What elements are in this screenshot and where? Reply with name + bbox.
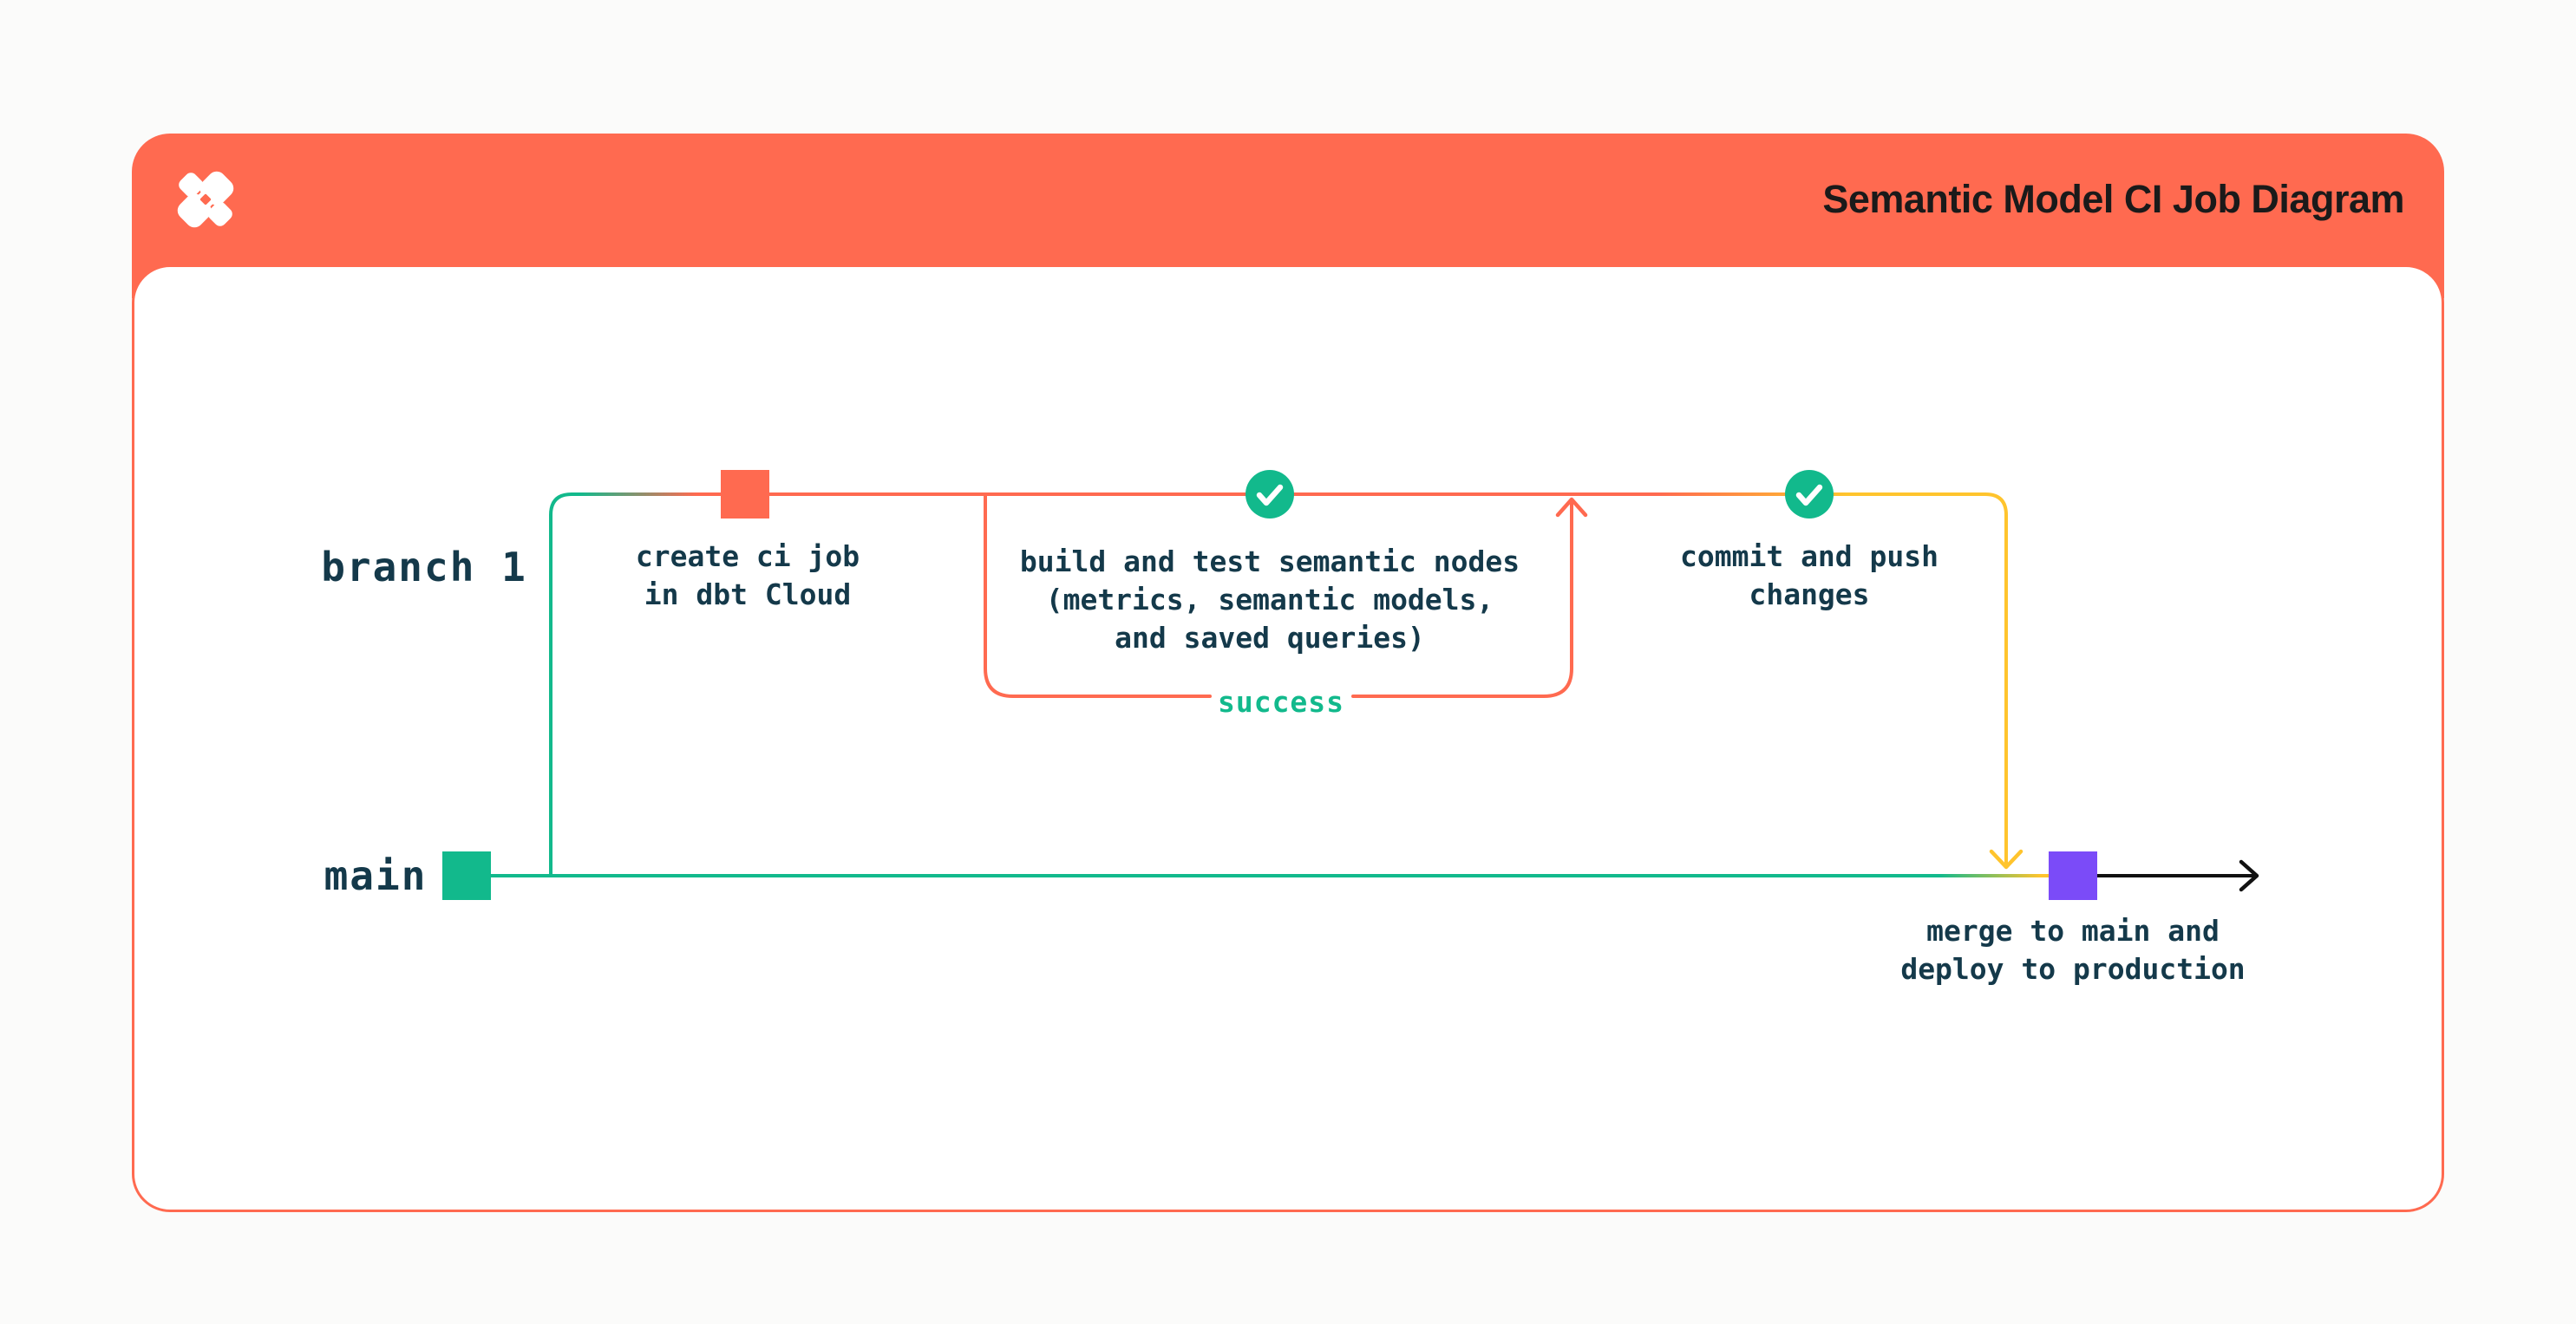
- diagram-panel: [132, 264, 2444, 1212]
- step-create-ci-job-label: create ci job in dbt Cloud: [635, 539, 860, 611]
- git-diagram-graphic: [442, 470, 2259, 900]
- step-commit-and-push-label: commit and push changes: [1679, 539, 1939, 611]
- success-loop-right: [1351, 499, 1573, 698]
- merge-down-arrow-icon: [1989, 849, 2024, 870]
- commit-marker-create-ci-job: [721, 470, 769, 519]
- check-circle-icon-build: [1246, 470, 1294, 519]
- dbt-logo-icon: [177, 171, 234, 227]
- branch-label: branch 1: [321, 544, 527, 590]
- diagram-card: Semantic Model CI Job Diagram: [132, 134, 2444, 1212]
- commit-marker-main: [442, 851, 491, 900]
- git-diagram: branch 1 main create ci job in dbt Cloud…: [132, 134, 2444, 1212]
- step-build-and-test-label: build and test semantic nodes (metrics, …: [1019, 545, 1520, 655]
- check-circle-icon-commit: [1785, 470, 1834, 519]
- success-label: success: [1217, 685, 1345, 719]
- card-header-inner: Semantic Model CI Job Diagram: [132, 134, 2444, 264]
- step-merge-and-deploy-label: merge to main and deploy to production: [1900, 914, 2246, 986]
- deploy-right-arrow-icon: [2239, 859, 2259, 892]
- main-label: main: [324, 852, 428, 899]
- success-loop-arrow-icon: [1555, 497, 1588, 518]
- page-title: Semantic Model CI Job Diagram: [1822, 176, 2404, 221]
- commit-marker-merge: [2049, 851, 2097, 900]
- success-loop-left: [984, 494, 1212, 698]
